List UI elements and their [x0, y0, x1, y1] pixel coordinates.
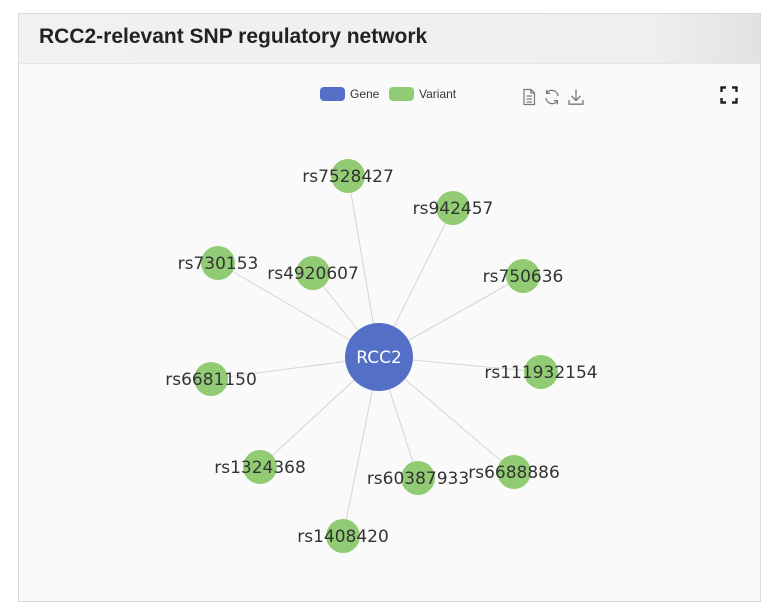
- variant-node-rs750636[interactable]: [506, 259, 540, 293]
- variant-node-rs1324368[interactable]: [243, 450, 277, 484]
- variant-node-rs1408420[interactable]: [326, 519, 360, 553]
- variant-node-rs942457[interactable]: [436, 191, 470, 225]
- variant-node-rs6681150[interactable]: [194, 362, 228, 396]
- variant-node-rs111932154[interactable]: [524, 355, 558, 389]
- fullscreen-icon[interactable]: [720, 86, 738, 104]
- variant-node-rs730153[interactable]: [201, 246, 235, 280]
- panel-header: RCC2-relevant SNP regulatory network: [19, 14, 760, 64]
- legend-label-variant: Variant: [419, 87, 457, 101]
- gene-label: RCC2: [356, 348, 402, 368]
- variant-label: rs7528427: [302, 167, 394, 187]
- variant-label: rs111932154: [484, 363, 597, 383]
- legend-swatch-variant: [389, 87, 414, 101]
- variant-node-rs7528427[interactable]: [331, 159, 365, 193]
- variant-label: rs750636: [483, 267, 564, 287]
- variant-node-rs4920607[interactable]: [296, 256, 330, 290]
- variant-label: rs1408420: [297, 527, 389, 547]
- variant-label: rs1324368: [214, 458, 306, 478]
- panel-title: RCC2-relevant SNP regulatory network: [39, 25, 428, 48]
- variant-label: rs60387933: [367, 469, 469, 489]
- document-icon[interactable]: [520, 88, 538, 106]
- refresh-icon[interactable]: [543, 88, 561, 106]
- variant-node-rs60387933[interactable]: [401, 461, 435, 495]
- download-icon[interactable]: [567, 88, 585, 106]
- gene-node-rcc2[interactable]: [345, 323, 413, 391]
- variant-label: rs942457: [413, 199, 494, 219]
- variant-label: rs4920607: [267, 264, 359, 284]
- legend-item-gene[interactable]: Gene: [320, 87, 379, 101]
- legend-swatch-gene: [320, 87, 345, 101]
- variant-label: rs6688886: [468, 463, 560, 483]
- variant-node-rs6688886[interactable]: [497, 455, 531, 489]
- variant-label: rs730153: [178, 254, 259, 274]
- variant-label: rs6681150: [165, 370, 257, 390]
- legend-label-gene: Gene: [350, 87, 380, 101]
- legend-item-variant[interactable]: Variant: [389, 87, 456, 101]
- network-panel: RCC2-relevant SNP regulatory network: [18, 13, 761, 602]
